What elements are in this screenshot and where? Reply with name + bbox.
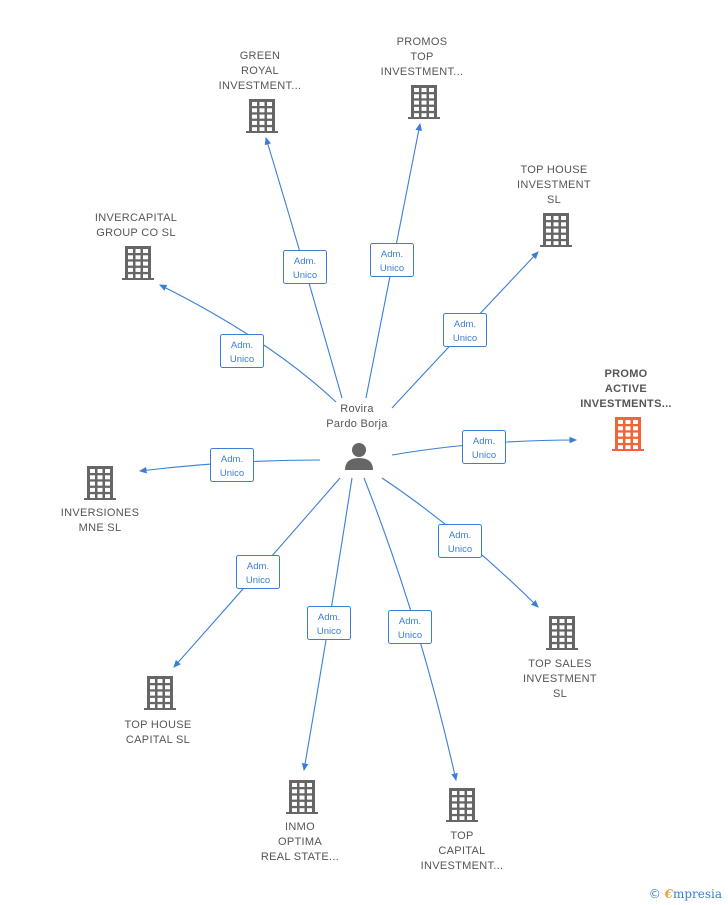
company-name-line: INMO: [285, 821, 315, 833]
company-name-line: GROUP CO SL: [96, 227, 176, 239]
edge-label-text: Unico: [230, 354, 254, 365]
edge-label-top-house-capital[interactable]: Adm. Unico: [236, 555, 280, 589]
edge-label-top-capital[interactable]: Adm. Unico: [388, 610, 432, 644]
edge-label-inversiones-mne[interactable]: Adm. Unico: [210, 448, 254, 482]
company-name-line: INVESTMENT...: [381, 66, 464, 78]
building-icon[interactable]: [144, 676, 176, 710]
edge-label-text: Unico: [453, 333, 477, 344]
building-icon[interactable]: [612, 417, 644, 451]
company-label-top-house-investment[interactable]: TOP HOUSE INVESTMENT SL: [517, 164, 591, 206]
empresia-logo[interactable]: © €mpresia: [649, 887, 722, 901]
edge-label-promo-active[interactable]: Adm. Unico: [462, 430, 506, 464]
company-name-line: PROMO: [604, 368, 647, 380]
company-name-line: REAL STATE...: [261, 851, 339, 863]
company-name-line: OPTIMA: [278, 836, 322, 848]
edge-label-text: Unico: [472, 450, 496, 461]
company-name-line: PROMOS: [397, 36, 448, 48]
company-name-line: CAPITAL: [438, 845, 485, 857]
edge-label-text: Unico: [380, 263, 404, 274]
edge-label-text: Adm.: [231, 340, 253, 351]
edge-label-promos-top[interactable]: Adm. Unico: [370, 243, 414, 277]
building-icon[interactable]: [540, 213, 572, 247]
company-name-line: SL: [553, 688, 567, 700]
person-name-line: Pardo Borja: [326, 418, 388, 430]
edge-label-text: Adm.: [473, 436, 495, 447]
edge-label-green-royal[interactable]: Adm. Unico: [283, 250, 327, 284]
edge-label-text: Unico: [293, 270, 317, 281]
building-icon[interactable]: [546, 616, 578, 650]
edge-label-text: Unico: [317, 626, 341, 637]
company-name-line: GREEN: [240, 50, 281, 62]
edge-label-text: Adm.: [294, 256, 316, 267]
edge-label-invercapital[interactable]: Adm. Unico: [220, 334, 264, 368]
company-label-inmo-optima[interactable]: INMO OPTIMA REAL STATE...: [261, 821, 339, 863]
brand-initial: €: [664, 887, 673, 901]
copyright-symbol: ©: [648, 887, 661, 901]
company-name-line: INVESTMENT...: [219, 80, 302, 92]
edge-label-text: Unico: [398, 630, 422, 641]
edge-label-text: Adm.: [399, 616, 421, 627]
building-icon[interactable]: [408, 85, 440, 119]
company-label-top-house-capital[interactable]: TOP HOUSE CAPITAL SL: [124, 719, 191, 746]
edge-label-text: Unico: [448, 544, 472, 555]
edge-label-text: Adm.: [381, 249, 403, 260]
company-name-line: TOP: [450, 830, 473, 842]
building-icon[interactable]: [446, 788, 478, 822]
company-label-promo-active[interactable]: PROMO ACTIVE INVESTMENTS...: [580, 368, 672, 410]
building-icon[interactable]: [122, 246, 154, 280]
edge-label-text: Adm.: [247, 561, 269, 572]
company-label-promos-top[interactable]: PROMOS TOP INVESTMENT...: [381, 36, 464, 78]
company-name-line: INVERCAPITAL: [95, 212, 177, 224]
edge-label-text: Adm.: [318, 612, 340, 623]
company-label-inversiones-mne[interactable]: INVERSIONES MNE SL: [61, 507, 140, 534]
company-name-line: INVESTMENT: [517, 179, 591, 191]
company-name-line: SL: [547, 194, 561, 206]
company-label-green-royal[interactable]: GREEN ROYAL INVESTMENT...: [219, 50, 302, 92]
building-icon[interactable]: [246, 99, 278, 133]
company-name-line: CAPITAL SL: [126, 734, 190, 746]
edge-label-inmo-optima[interactable]: Adm. Unico: [307, 606, 351, 640]
company-label-top-sales[interactable]: TOP SALES INVESTMENT SL: [523, 658, 597, 700]
edge-label-text: Adm.: [454, 319, 476, 330]
edge-label-top-sales[interactable]: Adm. Unico: [438, 524, 482, 558]
company-name-line: INVESTMENT: [523, 673, 597, 685]
edge-label-text: Adm.: [221, 454, 243, 465]
edge-label-text: Adm.: [449, 530, 471, 541]
edge-label-top-house-investment[interactable]: Adm. Unico: [443, 313, 487, 347]
company-label-top-capital[interactable]: TOP CAPITAL INVESTMENT...: [421, 830, 504, 872]
building-icon[interactable]: [84, 466, 116, 500]
person-icon[interactable]: [345, 443, 373, 470]
company-name-line: INVESTMENT...: [421, 860, 504, 872]
edges-layer: Adm.UnicoAdm.UnicoAdm.UnicoAdm.UnicoAdm.…: [138, 122, 578, 782]
company-name-line: INVESTMENTS...: [580, 398, 672, 410]
building-icon[interactable]: [286, 780, 318, 814]
nodes-layer: GREEN ROYAL INVESTMENT... PROMOS TOP INVESTME…: [61, 36, 672, 872]
company-name-line: TOP HOUSE: [520, 164, 587, 176]
person-name-line: Rovira: [340, 403, 374, 415]
company-name-line: TOP: [410, 51, 433, 63]
company-name-line: ACTIVE: [605, 383, 647, 395]
company-name-line: MNE SL: [79, 522, 122, 534]
company-label-invercapital[interactable]: INVERCAPITAL GROUP CO SL: [95, 212, 177, 239]
edge-label-text: Unico: [246, 575, 270, 586]
brand-name: mpresia: [672, 887, 722, 901]
company-name-line: ROYAL: [241, 65, 279, 77]
company-name-line: TOP HOUSE: [124, 719, 191, 731]
company-name-line: INVERSIONES: [61, 507, 140, 519]
company-name-line: TOP SALES: [528, 658, 591, 670]
edge-label-text: Unico: [220, 468, 244, 479]
